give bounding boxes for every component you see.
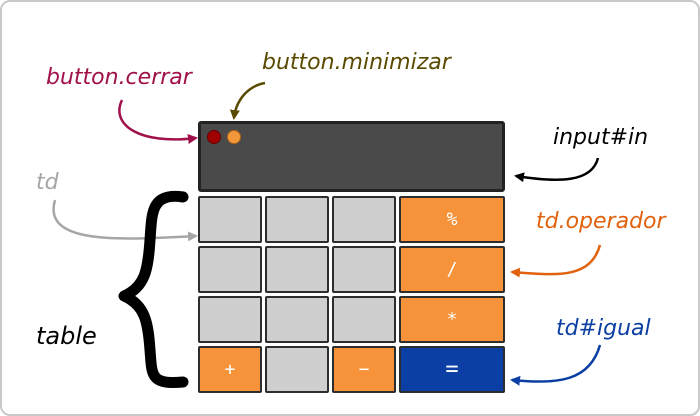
table-cell[interactable] <box>265 296 329 343</box>
label-button-cerrar: button.cerrar <box>46 65 192 90</box>
close-button-dot[interactable] <box>207 130 221 144</box>
cerrar-arrow <box>118 99 198 144</box>
minimize-button-dot[interactable] <box>227 130 241 144</box>
operator-cell-divide[interactable]: / <box>399 246 505 293</box>
minimizar-arrow <box>229 81 266 120</box>
label-td: td <box>36 170 59 195</box>
table-cell[interactable] <box>332 246 396 293</box>
table-cell[interactable] <box>198 296 262 343</box>
operator-cell-minus[interactable]: − <box>332 346 396 393</box>
operador-arrow <box>510 244 602 278</box>
table-cell[interactable] <box>332 296 396 343</box>
operator-cell-plus[interactable]: + <box>198 346 262 393</box>
table-cell[interactable] <box>265 196 329 243</box>
equals-cell[interactable]: = <box>399 346 505 393</box>
td-arrow <box>52 199 198 242</box>
label-td-igual: td#igual <box>556 316 651 341</box>
calculator-display-input[interactable] <box>198 121 505 192</box>
calculator: % / * + − = <box>198 121 505 394</box>
table-cell[interactable] <box>198 196 262 243</box>
table-cell[interactable] <box>332 196 396 243</box>
igual-arrow <box>510 344 602 386</box>
operator-cell-multiply[interactable]: * <box>399 296 505 343</box>
table-cell[interactable] <box>198 246 262 293</box>
operator-cell-percent[interactable]: % <box>399 196 505 243</box>
table-brace <box>118 190 189 389</box>
label-td-operador: td.operador <box>536 209 666 234</box>
table-cell[interactable] <box>265 346 329 393</box>
label-table: table <box>36 322 97 350</box>
label-button-minimizar: button.minimizar <box>262 50 451 75</box>
input-arrow <box>514 157 600 183</box>
table-cell[interactable] <box>265 246 329 293</box>
label-input-in: input#in <box>553 125 649 150</box>
